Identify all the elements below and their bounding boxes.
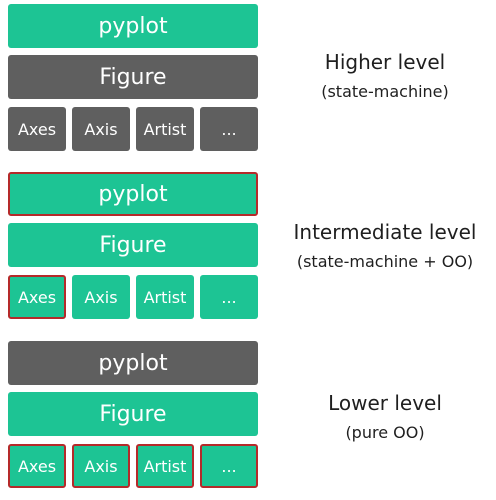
level3-pyplot-box: pyplot (8, 341, 258, 385)
level2-pyplot-box: pyplot (8, 172, 258, 216)
level3-axis-box: Axis (72, 444, 130, 488)
level1-figure-box: Figure (8, 55, 258, 99)
level1-pyplot-box: pyplot (8, 4, 258, 48)
level1-caption: Higher level (state-machine) (300, 50, 470, 101)
level3-axes-box: Axes (8, 444, 66, 488)
level2-figure-box: Figure (8, 223, 258, 267)
level1-axes-box: Axes (8, 107, 66, 151)
level1-more-box: ... (200, 107, 258, 151)
level1-subtitle: (state-machine) (321, 82, 449, 101)
level2-caption: Intermediate level (state-machine + OO) (272, 220, 496, 271)
level2-subtitle: (state-machine + OO) (296, 252, 474, 271)
level1-title: Higher level (324, 50, 446, 74)
level3-figure-box: Figure (8, 392, 258, 436)
level3-title: Lower level (328, 391, 442, 415)
level3-artist-box: Artist (136, 444, 194, 488)
level2-axis-box: Axis (72, 275, 130, 319)
level3-more-box: ... (200, 444, 258, 488)
level3-subtitle: (pure OO) (345, 423, 425, 442)
level1-artist-box: Artist (136, 107, 194, 151)
level2-more-box: ... (200, 275, 258, 319)
level1-axis-box: Axis (72, 107, 130, 151)
level2-artist-box: Artist (136, 275, 194, 319)
level2-title: Intermediate level (293, 220, 477, 244)
level3-caption: Lower level (pure OO) (300, 391, 470, 442)
level2-axes-box: Axes (8, 275, 66, 319)
